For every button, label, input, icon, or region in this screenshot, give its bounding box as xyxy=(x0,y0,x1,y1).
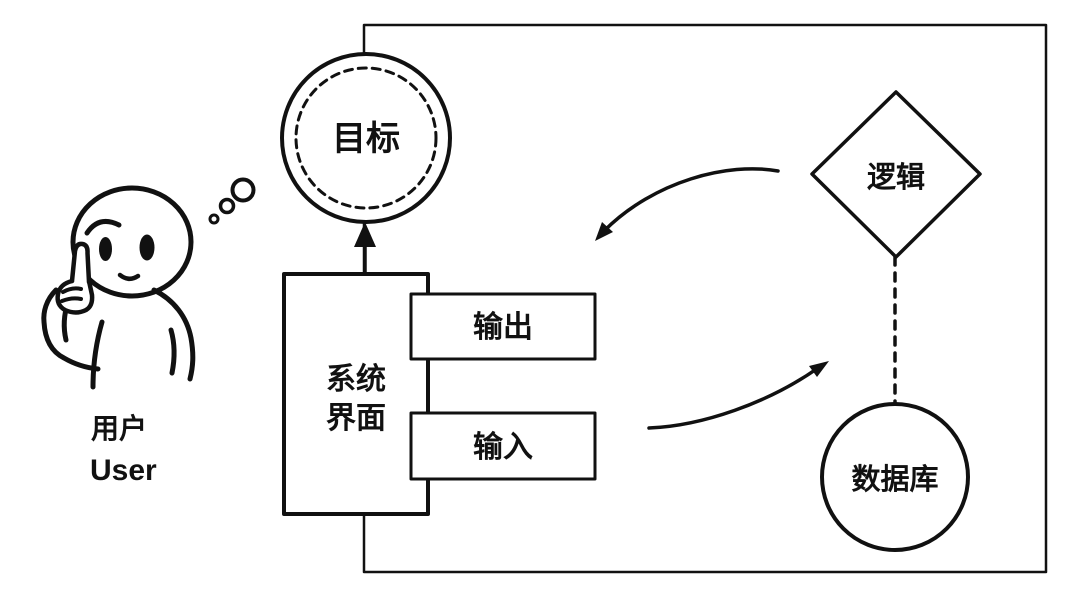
arrow-system-to-goal xyxy=(354,222,376,278)
thought-bubble-large xyxy=(230,177,256,203)
user-index-finger xyxy=(69,241,92,285)
user-mouth xyxy=(117,272,141,281)
logic-label: 逻辑 xyxy=(867,161,925,194)
arrow-system-to-goal-head xyxy=(354,222,376,247)
input-node: 输入 xyxy=(409,411,597,481)
thought-bubble-medium xyxy=(218,197,236,215)
user-eyebrow xyxy=(84,218,122,236)
thought-bubble-small xyxy=(208,213,220,225)
arrow-logic-to-goal-curve xyxy=(602,167,780,233)
user-shoulder-line xyxy=(151,287,196,382)
system-interface-node: 系统 界面 xyxy=(282,272,430,516)
user-knuckle-line-1 xyxy=(61,286,83,294)
user-left-eye xyxy=(99,237,112,261)
output-node: 输出 xyxy=(409,292,597,361)
user-label-en: User xyxy=(90,454,157,487)
database-node: 数据库 xyxy=(820,402,970,552)
arrow-logic-to-goal xyxy=(595,167,780,241)
user-right-eye xyxy=(139,234,155,261)
goal-label: 目标 xyxy=(332,120,400,158)
goal-outer-circle xyxy=(280,52,452,224)
thought-bubbles xyxy=(208,177,256,225)
user-forearm-outer-line xyxy=(41,287,101,372)
system-interface-box xyxy=(282,272,430,516)
output-label: 输出 xyxy=(473,311,533,344)
goal-node: 目标 xyxy=(280,52,452,224)
arrow-input-to-database-curve xyxy=(647,366,820,430)
user-figure xyxy=(41,185,196,390)
goal-inner-dashed-circle xyxy=(294,66,438,210)
output-box xyxy=(409,292,597,361)
database-label: 数据库 xyxy=(851,463,938,496)
arrow-logic-to-goal-head xyxy=(595,222,613,241)
system-interface-label-line1: 系统 xyxy=(326,362,386,396)
arrow-input-to-database-head xyxy=(809,361,829,377)
user-label-zh: 用户 xyxy=(91,412,147,444)
logic-node: 逻辑 xyxy=(810,90,982,259)
user-arm-inner-line xyxy=(168,327,177,376)
database-circle xyxy=(820,402,970,552)
user-torso-left-line xyxy=(90,319,105,390)
input-label: 输入 xyxy=(473,431,533,464)
user-head xyxy=(70,185,194,299)
logic-diamond xyxy=(810,90,982,259)
user-knuckle-line-2 xyxy=(60,296,83,303)
input-box xyxy=(409,411,597,481)
system-interface-label-line2: 界面 xyxy=(326,402,386,435)
arrow-input-to-database xyxy=(647,361,829,430)
